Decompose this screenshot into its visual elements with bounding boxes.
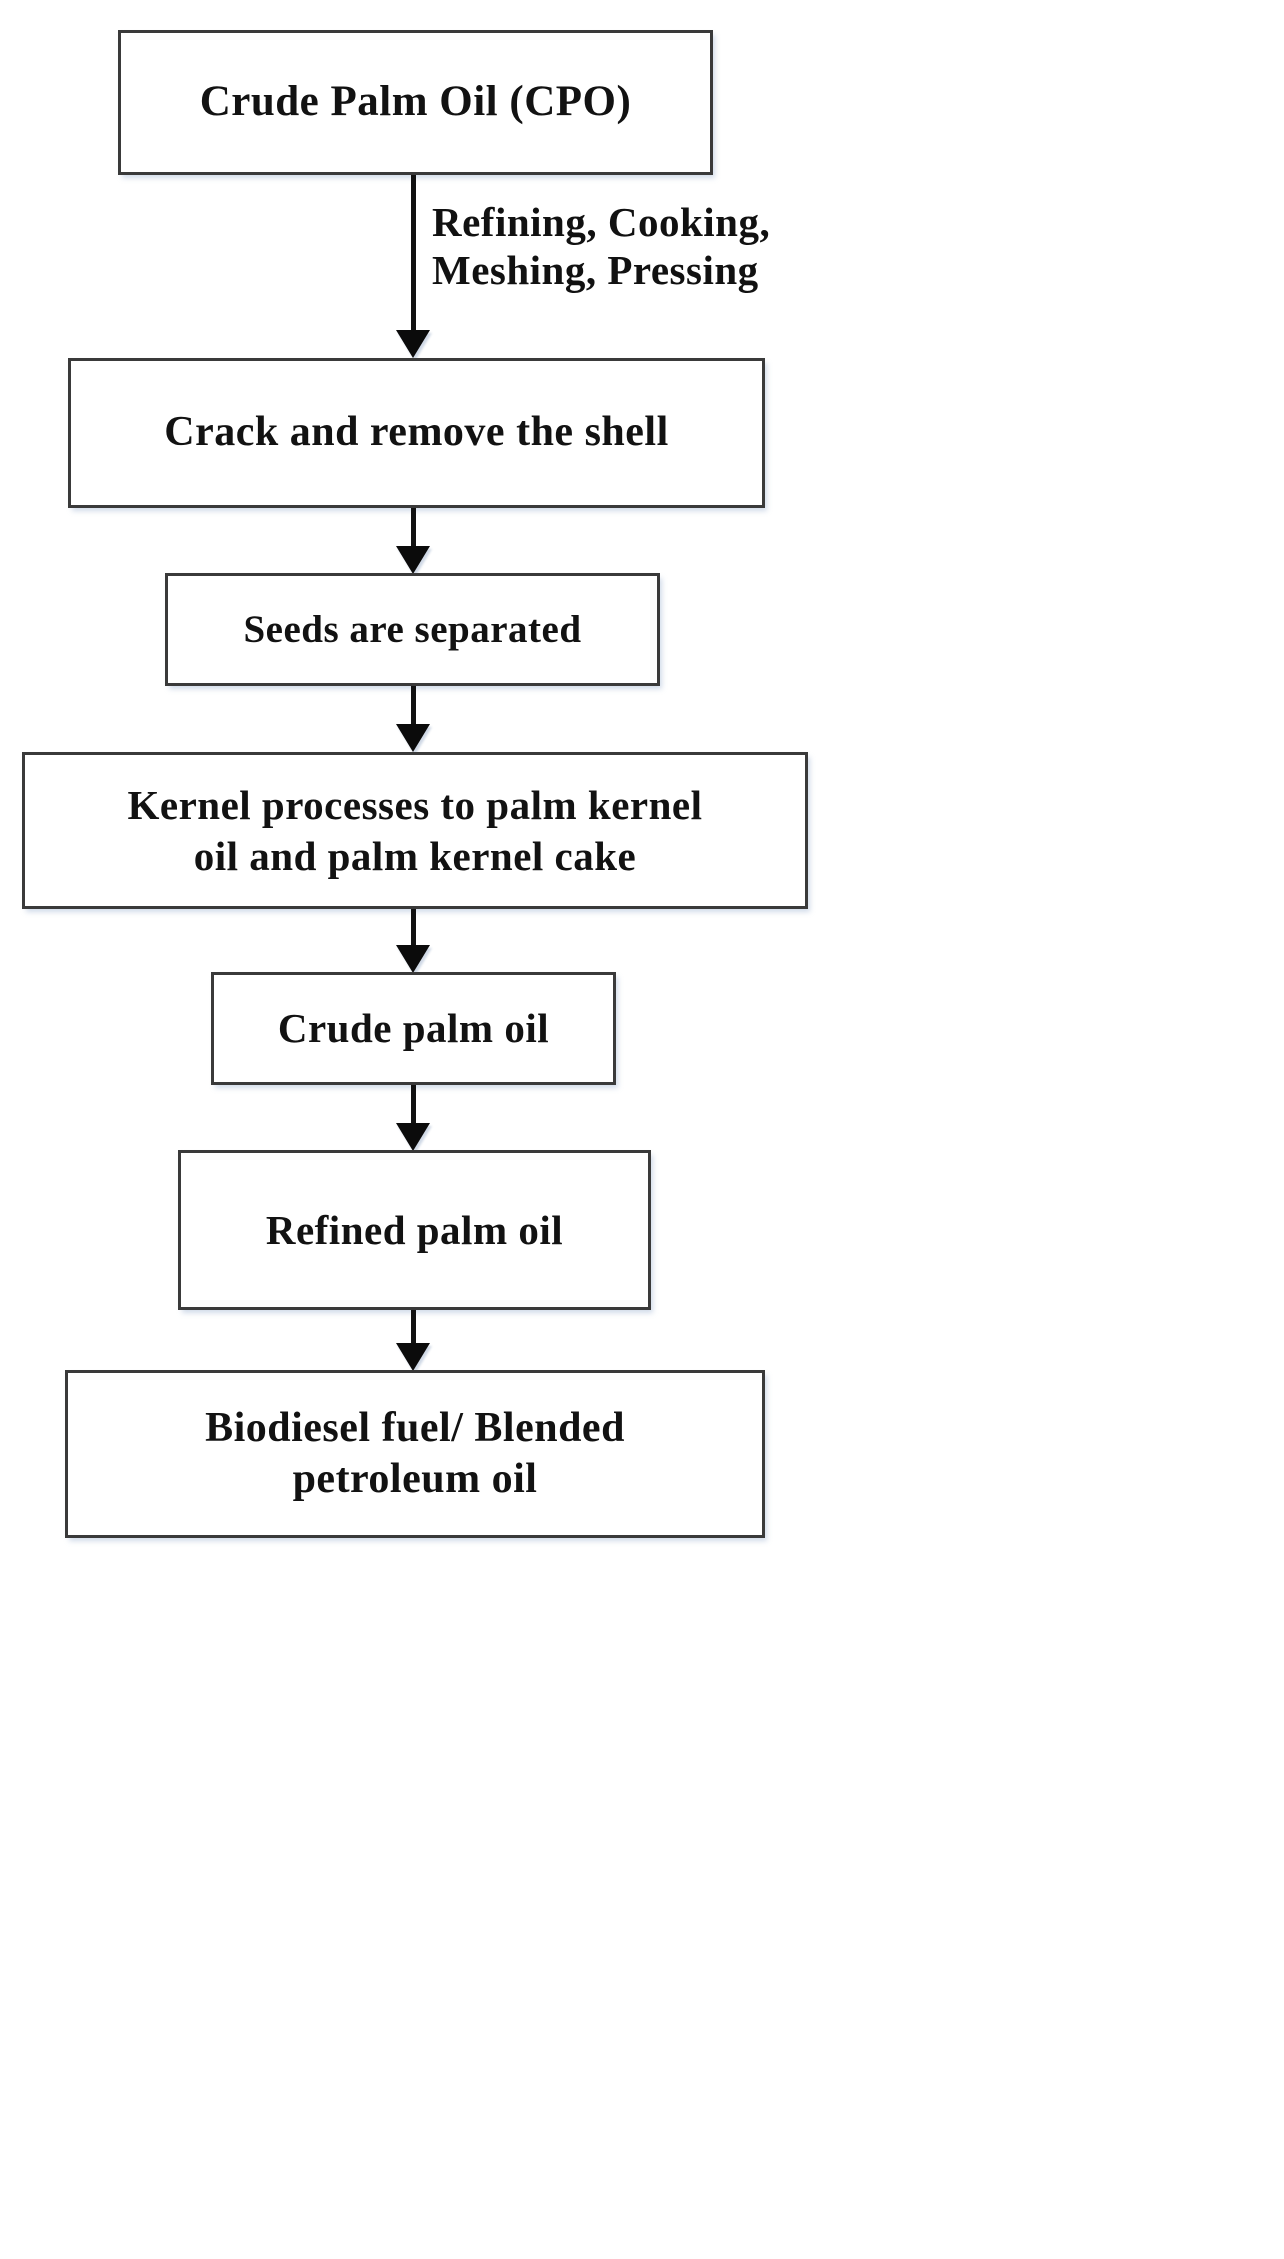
flow-node-crude-palm-oil[interactable]: Crude palm oil (211, 972, 616, 1085)
edge-line (411, 1085, 416, 1123)
flow-node-crude-palm-oil-cpo[interactable]: Crude Palm Oil (CPO) (118, 30, 713, 175)
flow-node-label: Crude palm oil (277, 1005, 550, 1052)
flow-node-label: Crack and remove the shell (164, 409, 669, 456)
arrowhead-down-icon (396, 1343, 430, 1371)
arrowhead-down-icon (396, 1123, 430, 1151)
flow-edge-label-refining-cooking-meshing-pressing: Refining, Cooking, Meshing, Pressing (432, 199, 771, 294)
edge-line (411, 909, 416, 945)
flow-node-crack-and-remove-the-shell[interactable]: Crack and remove the shell (68, 358, 765, 508)
flow-node-label: Kernel processes to palm kernel oil and … (127, 782, 703, 879)
flow-node-biodiesel-fuel-blended-petroleum-oil[interactable]: Biodiesel fuel/ Blended petroleum oil (65, 1370, 765, 1538)
arrowhead-down-icon (396, 546, 430, 574)
flow-node-label: Refined palm oil (265, 1206, 564, 1253)
flow-node-label: Seeds are separated (243, 607, 582, 651)
flow-node-refined-palm-oil[interactable]: Refined palm oil (178, 1150, 651, 1310)
flow-node-kernel-processes-to-palm-kernel-oil-and-cake[interactable]: Kernel processes to palm kernel oil and … (22, 752, 808, 909)
edge-line (411, 686, 416, 724)
edge-line (411, 508, 416, 546)
flow-node-label: Biodiesel fuel/ Blended petroleum oil (205, 1404, 625, 1502)
flow-node-label: Crude Palm Oil (CPO) (199, 78, 632, 126)
arrowhead-down-icon (396, 945, 430, 973)
edge-line (411, 175, 416, 330)
flow-node-seeds-are-separated[interactable]: Seeds are separated (165, 573, 660, 686)
arrowhead-down-icon (396, 330, 430, 358)
edge-line (411, 1310, 416, 1343)
arrowhead-down-icon (396, 724, 430, 752)
